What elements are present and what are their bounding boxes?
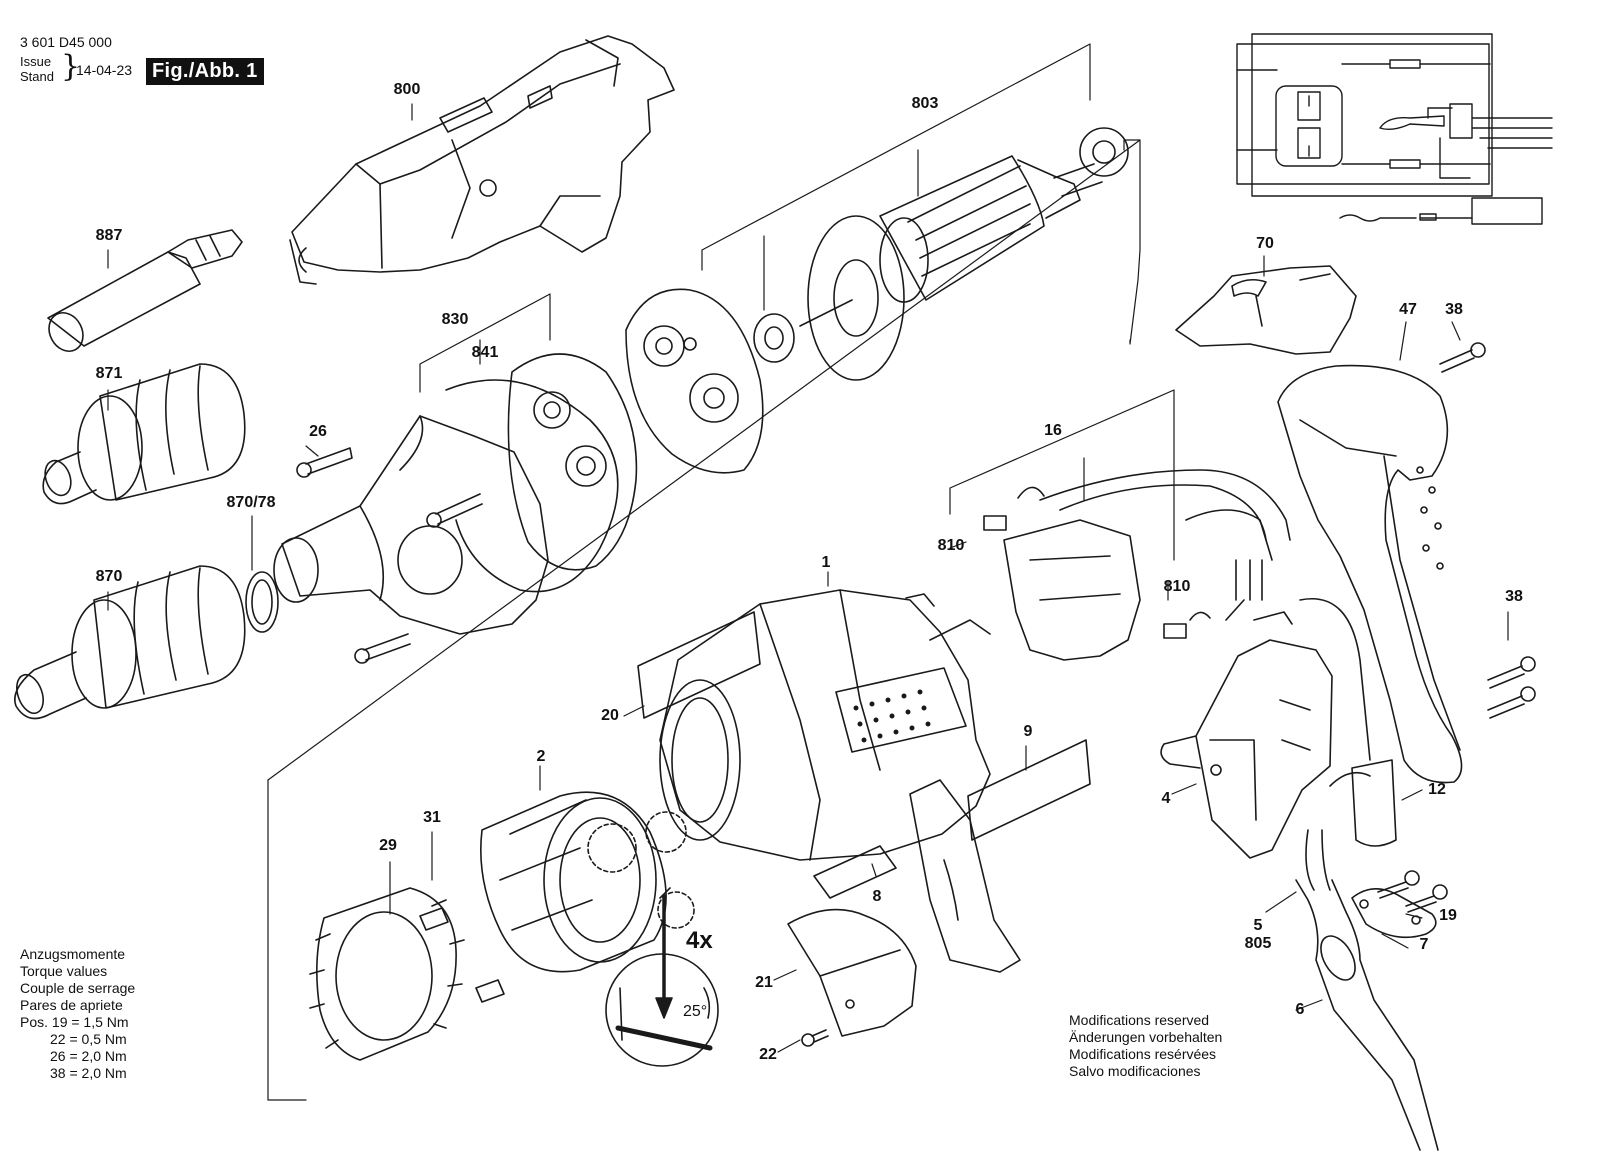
detail-count-label: 4x: [686, 927, 713, 954]
callout-22: 22: [759, 1046, 777, 1063]
screw-26-icon: [296, 447, 483, 664]
gear-plate: [507, 353, 638, 571]
part-12-capacitor: [1351, 759, 1397, 847]
modifications-en: Modifications reserved: [1069, 1012, 1210, 1028]
callout-38: 38: [1445, 301, 1463, 318]
callout-870: 870: [95, 568, 123, 585]
torque-row-38: 38 = 2,0 Nm: [50, 1065, 127, 1081]
wiring-schematic: [1236, 33, 1553, 225]
part-870-78-ring: [245, 571, 279, 633]
part-9-label: [967, 739, 1091, 841]
callout-805: 805: [1244, 935, 1272, 952]
part-1-motor-housing: [659, 589, 1021, 973]
part-47-handle-shell: [1277, 364, 1463, 784]
callout-1: 1: [821, 554, 831, 571]
callout-21: 21: [755, 974, 773, 991]
bearing-icon: [753, 313, 795, 363]
callout-841: 841: [471, 344, 499, 361]
callout-8: 8: [872, 888, 882, 905]
modifications-fr: Modifications resérvées: [1069, 1046, 1217, 1062]
part-8-label: [813, 845, 897, 899]
callout-38: 38: [1505, 588, 1523, 605]
callout-2: 2: [536, 748, 546, 765]
callout-4: 4: [1161, 790, 1171, 807]
part-871-depth-locator: [42, 363, 246, 505]
torque-row-22: 22 = 0,5 Nm: [50, 1031, 127, 1047]
callout-5: 5: [1253, 917, 1263, 934]
part-70-cover: [1175, 265, 1357, 355]
modifications-block: Modifications reserved Änderungen vorbeh…: [1069, 1012, 1222, 1080]
part-20-label: [637, 611, 761, 719]
torque-values-block: Anzugsmomente Torque values Couple de se…: [20, 946, 135, 1082]
screw-38-icon: [1439, 342, 1536, 719]
part-830-gear-housing: [273, 415, 549, 635]
callout-29: 29: [379, 837, 397, 854]
torque-title-fr: Couple de serrage: [20, 980, 136, 996]
callout-19: 19: [1439, 907, 1457, 924]
callout-6: 6: [1295, 1001, 1305, 1018]
callout-7: 7: [1419, 936, 1429, 953]
part-29-stator-holder: [309, 887, 465, 1061]
rear-bearing-icon: [1079, 127, 1129, 177]
screw-19-icon: [1377, 870, 1448, 913]
modifications-es: Salvo modificaciones: [1069, 1063, 1201, 1079]
torque-title-de: Anzugsmomente: [20, 946, 126, 962]
part-6-power-cord: [1295, 829, 1439, 1151]
part-841-gasket: [445, 379, 619, 593]
callout-26: 26: [309, 423, 327, 440]
pin-31-icon: [419, 907, 505, 1003]
part-7-cord-clamp: [1351, 888, 1437, 939]
callout-12: 12: [1428, 781, 1446, 798]
part-887-bit-holder: [47, 229, 243, 352]
torque-title-en: Torque values: [20, 963, 108, 979]
callout-830: 830: [441, 311, 469, 328]
leader-lines: [107, 43, 1509, 1101]
callout-887: 887: [95, 227, 123, 244]
part-4-switch: [1160, 611, 1333, 859]
callout-810: 810: [1163, 578, 1191, 595]
detail-view: [605, 887, 719, 1067]
figure-label: Fig./Abb. 1: [146, 58, 264, 85]
torque-title-es: Pares de apriete: [20, 997, 123, 1013]
callout-870-78: 870/78: [226, 494, 276, 511]
issue-date: 14-04-23: [76, 62, 133, 78]
part-16-brush-holder-wiring: [1003, 469, 1291, 661]
callout-803: 803: [911, 95, 939, 112]
torque-row-19: Pos. 19 = 1,5 Nm: [20, 1014, 129, 1030]
detail-angle-label: 25°: [683, 1003, 708, 1020]
callout-800: 800: [393, 81, 421, 98]
modifications-de: Änderungen vorbehalten: [1069, 1029, 1223, 1045]
brace-icon: }: [61, 49, 81, 84]
document-number: 3 601 D45 000: [20, 34, 112, 50]
callout-70: 70: [1256, 235, 1274, 252]
screw-22-icon: [801, 1029, 829, 1047]
callout-9: 9: [1023, 723, 1033, 740]
callout-47: 47: [1399, 301, 1417, 318]
part-800-screw-magazine: [289, 35, 675, 285]
callout-871: 871: [95, 365, 123, 382]
callout-20: 20: [601, 707, 619, 724]
issue-label: Issue: [20, 54, 52, 69]
stand-label: Stand: [20, 69, 54, 84]
part-2-field-stator: [480, 791, 695, 973]
torque-row-26: 26 = 2,0 Nm: [50, 1048, 127, 1064]
part-870-depth-locator: [14, 565, 246, 720]
carbon-brush-icon: [983, 515, 1007, 531]
callout-31: 31: [423, 809, 441, 826]
part-21-cover: [787, 908, 917, 1037]
callout-810: 810: [937, 537, 965, 554]
part-803-armature: [799, 155, 1103, 381]
callout-16: 16: [1044, 422, 1062, 439]
bearing-plate: [625, 288, 764, 474]
carbon-brush-icon: [1163, 623, 1187, 639]
